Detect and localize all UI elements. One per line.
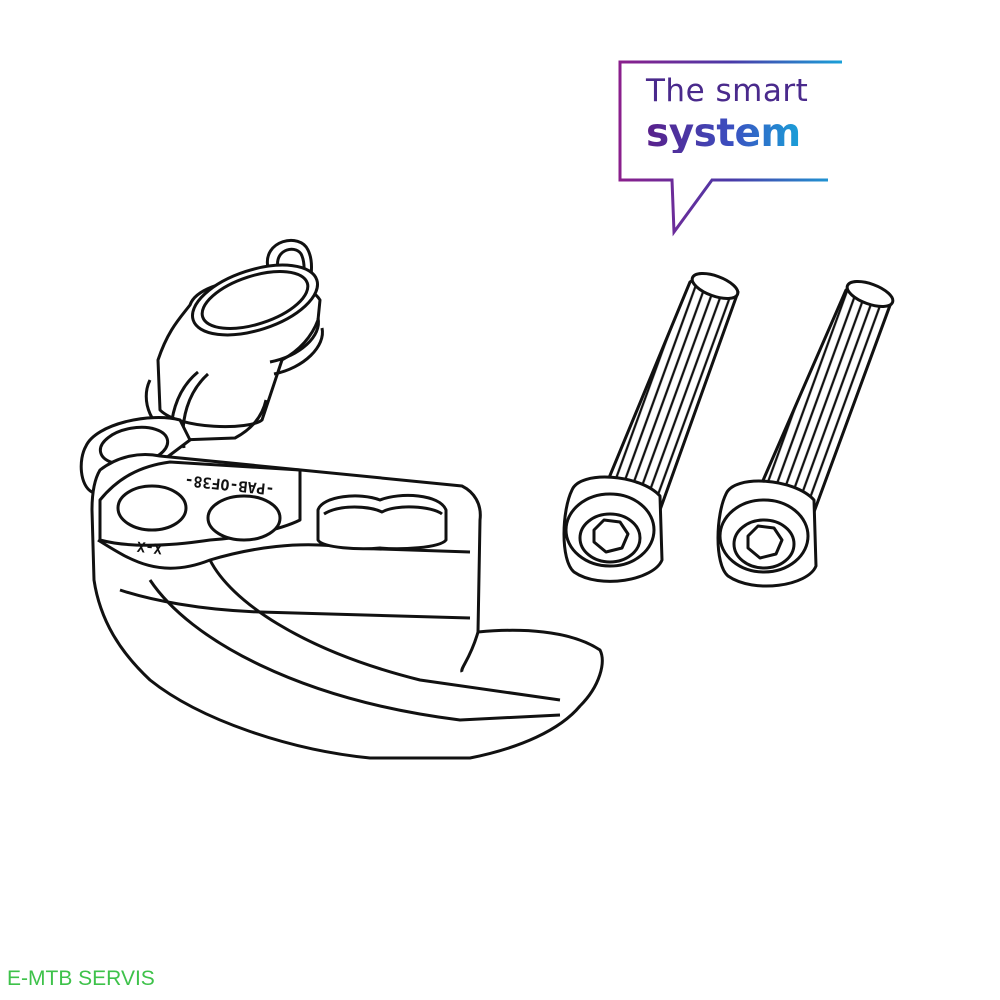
sensor-cylinder: [144, 238, 324, 449]
part-marking-bottom: X-X: [136, 538, 163, 557]
watermark-text: E-MTB SERVIS: [7, 967, 155, 990]
logo-frame: [618, 60, 842, 237]
mounting-bracket: [79, 416, 604, 760]
screw-2: [716, 280, 895, 588]
screw-1: [562, 272, 740, 583]
